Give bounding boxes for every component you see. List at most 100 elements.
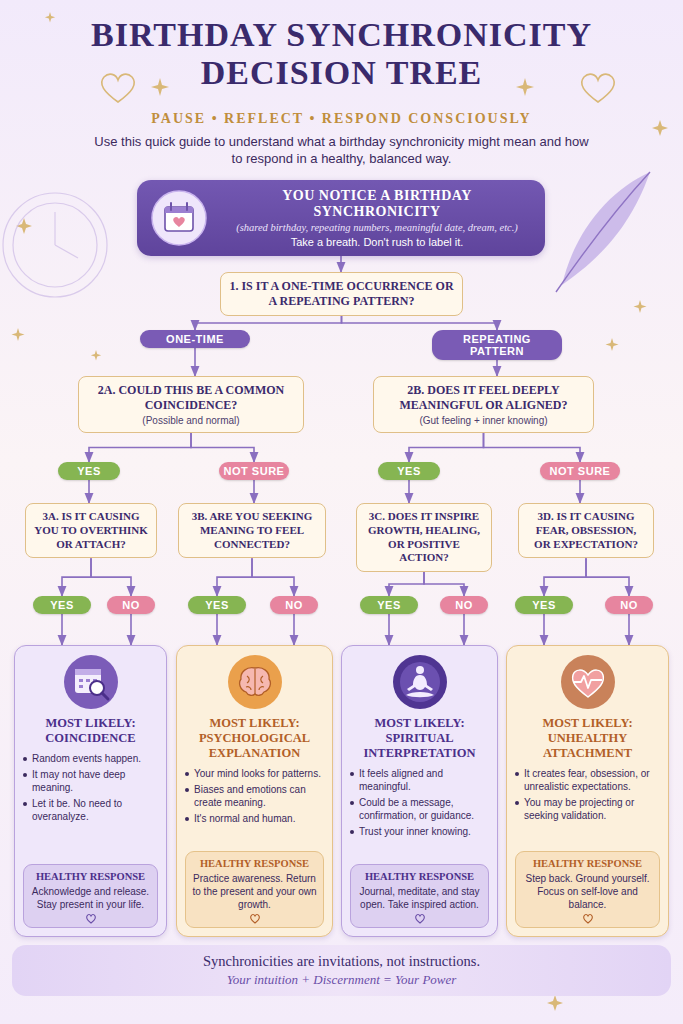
bullet-dot [515,801,519,805]
answer-label: NOT SURE [544,465,616,477]
connector-arrow [579,480,581,503]
answer-pill: YES [188,596,246,614]
answer-pill: YES [58,462,120,480]
question-box: 3C. DOES IT INSPIRE GROWTH, HEALING, OR … [356,503,492,572]
connector-arrow [496,360,498,376]
answer-pill: YES [33,596,91,614]
response-heading: HEALTHY RESPONSE [522,858,653,869]
response-text: Practice awareness. Return to the presen… [192,872,317,911]
question-text: 3D. IS IT CAUSING FEAR, OBSESSION, OR EX… [527,510,645,551]
answer-pill: YES [515,596,573,614]
answer-pill: NO [605,596,653,614]
answer-pill: ONE-TIME [140,330,250,348]
outcome-title: MOST LIKELY: COINCIDENCE [23,716,158,746]
response-heading: HEALTHY RESPONSE [192,858,317,869]
connector-arrow [484,433,581,462]
start-examples: (shared birthday, repeating numbers, mea… [221,222,533,233]
response-box: HEALTHY RESPONSE Step back. Ground yourse… [515,851,660,928]
response-box: HEALTHY RESPONSEJournal, meditate, and s… [350,864,489,928]
connector-arrow [89,433,191,462]
bullet-dot [515,772,519,776]
bullet-text: Let it be. No need to overanalyze. [23,797,158,823]
response-text: Acknowledge and release. Stay present in… [30,885,151,911]
connector-arrow [61,614,63,645]
question-text: 2B. DOES IT FEEL DEEPLY MEANINGFUL OR AL… [382,383,585,413]
small-heart [582,913,594,924]
question-box: 2A. COULD THIS BE A COMMON COINCIDENCE? (… [78,376,304,433]
question-hint: (Possible and normal) [87,415,295,426]
connector-arrow [544,558,586,596]
connector-arrow [194,348,196,376]
connector-arrow [91,558,131,596]
question-text: 3B. ARE YOU SEEKING MEANING TO FEEL CONN… [187,510,317,551]
bullet-text: It creates fear, obsession, or unrealist… [515,767,660,793]
bullet-dot [23,773,27,777]
bullet-dot [185,817,189,821]
answer-pill: NOT SURE [540,462,620,480]
connector-arrow [293,614,295,645]
question-box: 1. IS IT A ONE-TIME OCCURRENCE OR A REPE… [220,272,463,316]
bullet-dot [23,802,27,806]
start-heading: YOU NOTICE A BIRTHDAY SYNCHRONICITY [221,188,533,220]
outcome-card: MOST LIKELY: SPIRITUAL INTERPRETATION It … [341,645,498,937]
bullet-text: Your mind looks for patterns. [185,767,324,780]
question-text: 1. IS IT A ONE-TIME OCCURRENCE OR A REPE… [229,279,454,309]
connector-arrow [88,480,90,503]
question-box: 2B. DOES IT FEEL DEEPLY MEANINGFUL OR AL… [373,376,594,433]
answer-pill: NO [440,596,488,614]
feather [556,172,650,292]
connector-arrow [195,316,342,330]
bullet-text: It feels aligned and meaningful. [350,767,489,793]
answer-label: NOT SURE [223,465,285,477]
answer-label: NO [274,599,314,611]
outcome-card: MOST LIKELY: COINCIDENCE Random events ha… [14,645,167,937]
bullet-text: You may be projecting or seeking validat… [515,796,660,822]
bullet-dot [350,801,354,805]
answer-label: YES [192,599,242,611]
answer-label: NO [609,599,649,611]
heart-pulse-icon [560,654,616,710]
response-box: HEALTHY RESPONSEAcknowledge and release.… [23,864,158,928]
question-text: 2A. COULD THIS BE A COMMON COINCIDENCE? [87,383,295,413]
connector-arrow [408,480,410,503]
answer-pill: YES [360,596,418,614]
bullet-text: Could be a message, confirmation, or gui… [350,796,489,822]
question-box: 3A. IS IT CAUSING YOU TO OVERTHINK OR AT… [25,503,157,558]
title-area: BIRTHDAY SYNCHRONICITY DECISION TREE [40,16,643,92]
connector-arrow [409,433,484,462]
bullet-text: Biases and emotions can create meaning. [185,783,324,809]
small-heart [85,913,97,924]
response-text: Step back. Ground yourself. Focus on sel… [522,872,653,911]
answer-label: YES [364,599,414,611]
caption: Synchronicities are invitations, not ins… [22,953,661,970]
outcome-title: MOST LIKELY: PSYCHOLOGICAL EXPLANATION [185,716,324,761]
response-heading: HEALTHY RESPONSE [357,871,482,882]
connector-arrow [253,480,255,503]
connector-arrow [463,614,465,645]
question-hint: (Gut feeling + inner knowing) [382,415,585,426]
title: BIRTHDAY SYNCHRONICITY DECISION TREE [40,16,643,92]
bullet-dot [185,772,189,776]
bullet-dot [23,757,27,761]
footer-band: Synchronicities are invitations, not ins… [12,945,671,996]
answer-pill: NOT SURE [219,462,289,480]
bullet-text: Random events happen. [23,752,158,765]
connector-arrow [389,572,424,596]
connector-arrow [252,558,294,596]
brain-icon [227,654,283,710]
answer-label: YES [519,599,569,611]
question-box: 3B. ARE YOU SEEKING MEANING TO FEEL CONN… [178,503,326,558]
question-text: 3A. IS IT CAUSING YOU TO OVERTHINK OR AT… [34,510,148,551]
question-text: 3C. DOES IT INSPIRE GROWTH, HEALING, OR … [365,510,483,565]
response-box: HEALTHY RESPONSE Practice awareness. Retu… [185,851,324,928]
bullet-text: Trust your inner knowing. [350,825,489,838]
answer-label: NO [111,599,151,611]
answer-label: YES [37,599,87,611]
clock-decor [3,193,107,297]
outcome-title: MOST LIKELY: SPIRITUAL INTERPRETATION [350,716,489,761]
subtitle-area: PAUSE • REFLECT • RESPOND CONSCIOUSLY [60,111,623,127]
connector-arrow [342,316,498,330]
calendar-heart-icon [151,190,207,246]
intro-text: Use this quick guide to understand what … [88,134,595,168]
answer-label: ONE-TIME [144,333,246,345]
